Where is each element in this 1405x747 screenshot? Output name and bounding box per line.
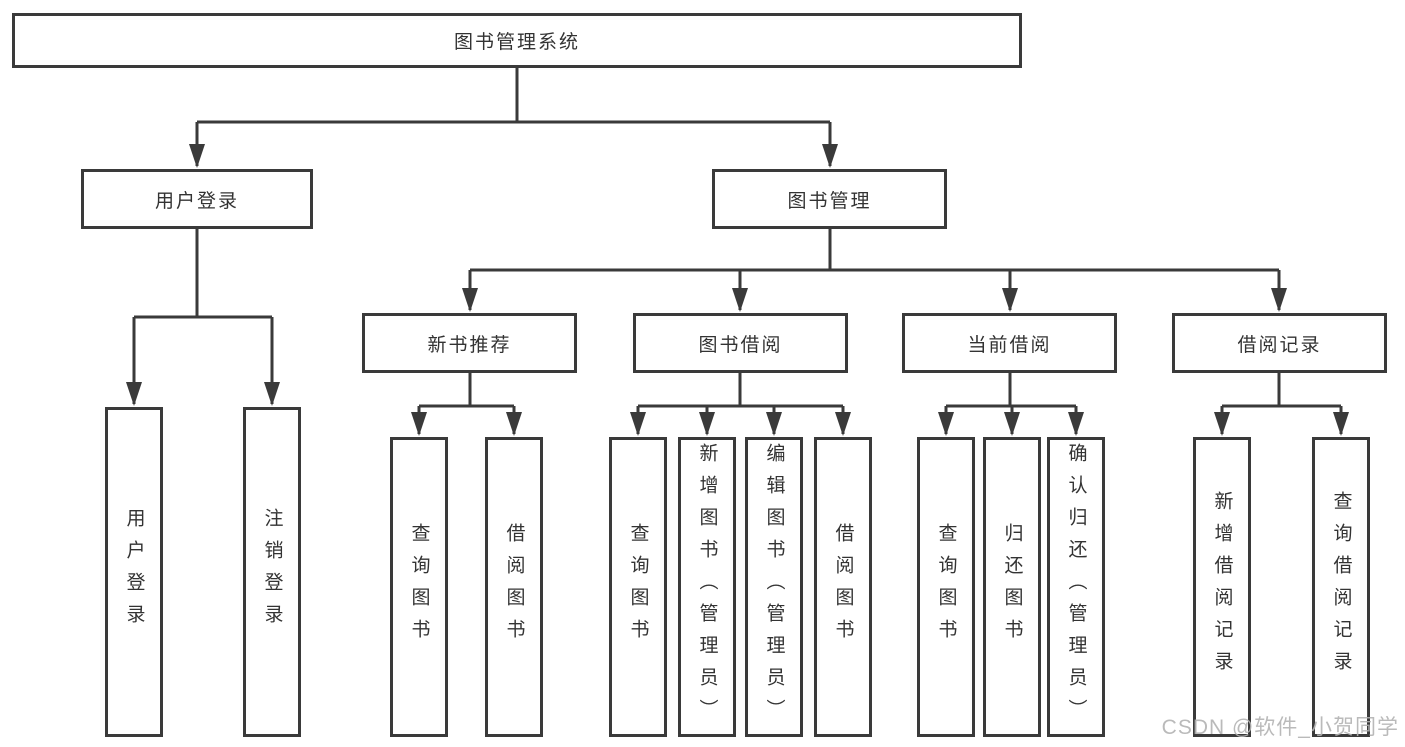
leaf-add-books-admin: 新增图书（管理员） <box>678 437 736 737</box>
leaf-query-books-borrowing: 查询图书 <box>609 437 667 737</box>
leaf-label: 查询图书 <box>935 523 957 651</box>
leaf-label: 注销登录 <box>261 508 283 636</box>
leaf-label: 编辑图书（管理员） <box>763 443 785 731</box>
leaf-label: 查询借阅记录 <box>1330 491 1352 683</box>
leaf-return-books: 归还图书 <box>983 437 1041 737</box>
leaf-query-books-recommend: 查询图书 <box>390 437 448 737</box>
leaf-confirm-return-admin: 确认归还（管理员） <box>1047 437 1105 737</box>
leaf-label: 确认归还（管理员） <box>1065 443 1087 731</box>
leaf-label: 借阅图书 <box>503 523 525 651</box>
leaf-edit-books-admin: 编辑图书（管理员） <box>745 437 803 737</box>
node-book-management: 图书管理 <box>712 169 947 229</box>
node-library-management-system: 图书管理系统 <box>12 13 1022 68</box>
node-book-borrowing: 图书借阅 <box>633 313 848 373</box>
leaf-query-books-current: 查询图书 <box>917 437 975 737</box>
node-new-book-recommendation: 新书推荐 <box>362 313 577 373</box>
leaf-label: 归还图书 <box>1001 523 1023 651</box>
leaf-label: 查询图书 <box>408 523 430 651</box>
leaf-label: 查询图书 <box>627 523 649 651</box>
csdn-watermark: CSDN @软件_小贺同学 <box>1161 716 1399 739</box>
node-current-borrowing: 当前借阅 <box>902 313 1117 373</box>
leaf-user-login: 用户登录 <box>105 407 163 737</box>
leaf-query-borrow-record: 查询借阅记录 <box>1312 437 1370 737</box>
leaf-label: 借阅图书 <box>832 523 854 651</box>
node-borrowing-records: 借阅记录 <box>1172 313 1387 373</box>
node-user-login: 用户登录 <box>81 169 313 229</box>
leaf-label: 新增图书（管理员） <box>696 443 718 731</box>
leaf-logout: 注销登录 <box>243 407 301 737</box>
leaf-borrow-books-recommend: 借阅图书 <box>485 437 543 737</box>
leaf-add-borrow-record: 新增借阅记录 <box>1193 437 1251 737</box>
leaf-label: 用户登录 <box>123 508 145 636</box>
leaf-label: 新增借阅记录 <box>1211 491 1233 683</box>
leaf-borrow-books: 借阅图书 <box>814 437 872 737</box>
